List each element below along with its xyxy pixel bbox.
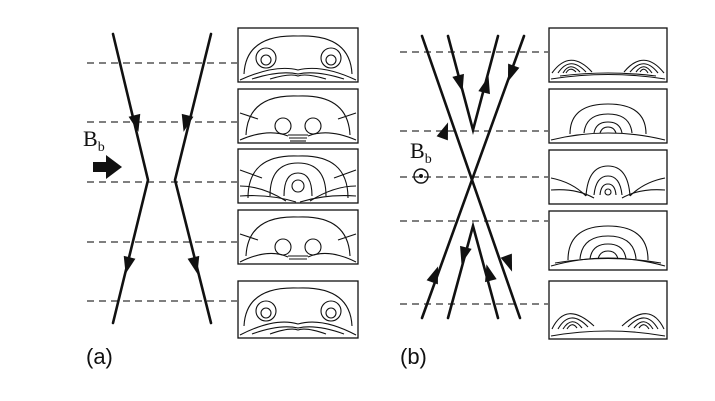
arrowhead-icon	[123, 255, 136, 274]
trajectory-outer-left	[420, 34, 522, 320]
arrow-right-icon	[93, 155, 122, 179]
trajectory-left	[111, 32, 150, 325]
arrowhead-icon	[485, 264, 497, 283]
contour-box	[548, 210, 668, 271]
arrowhead-icon	[426, 266, 439, 285]
arrowhead-icon	[181, 113, 194, 132]
panel-a: Bb (a)	[83, 32, 237, 369]
contour-box	[237, 148, 359, 204]
contour-box	[237, 88, 359, 144]
arrowhead-icon	[128, 113, 141, 132]
panel-b: Bb (b)	[400, 34, 548, 369]
contour-box	[237, 209, 359, 265]
contour-box	[548, 280, 668, 340]
trajectory-inner-top	[446, 34, 500, 136]
contour-box	[237, 27, 359, 83]
arrowhead-icon	[460, 245, 472, 264]
contour-box	[548, 149, 668, 205]
arrowhead-icon	[500, 253, 513, 272]
contour-box	[548, 27, 668, 83]
contour-box	[237, 280, 359, 339]
dot-in-circle-icon	[413, 168, 429, 184]
contour-box	[548, 88, 668, 144]
trajectory-right	[173, 32, 213, 325]
arrowhead-icon	[507, 63, 520, 82]
trajectory-inner-bottom	[446, 221, 500, 320]
arrowhead-icon	[187, 255, 200, 274]
field-label: Bb	[83, 126, 105, 155]
contour-column-a	[237, 27, 359, 339]
field-label: Bb	[410, 138, 432, 167]
arrowhead-icon	[452, 73, 464, 92]
contour-column-b	[548, 27, 668, 340]
panel-label: (b)	[400, 344, 427, 369]
trajectory-outer-right	[420, 34, 526, 320]
panel-label: (a)	[86, 344, 113, 369]
arrowhead-icon	[478, 76, 490, 95]
arrowhead-icon	[436, 122, 449, 141]
